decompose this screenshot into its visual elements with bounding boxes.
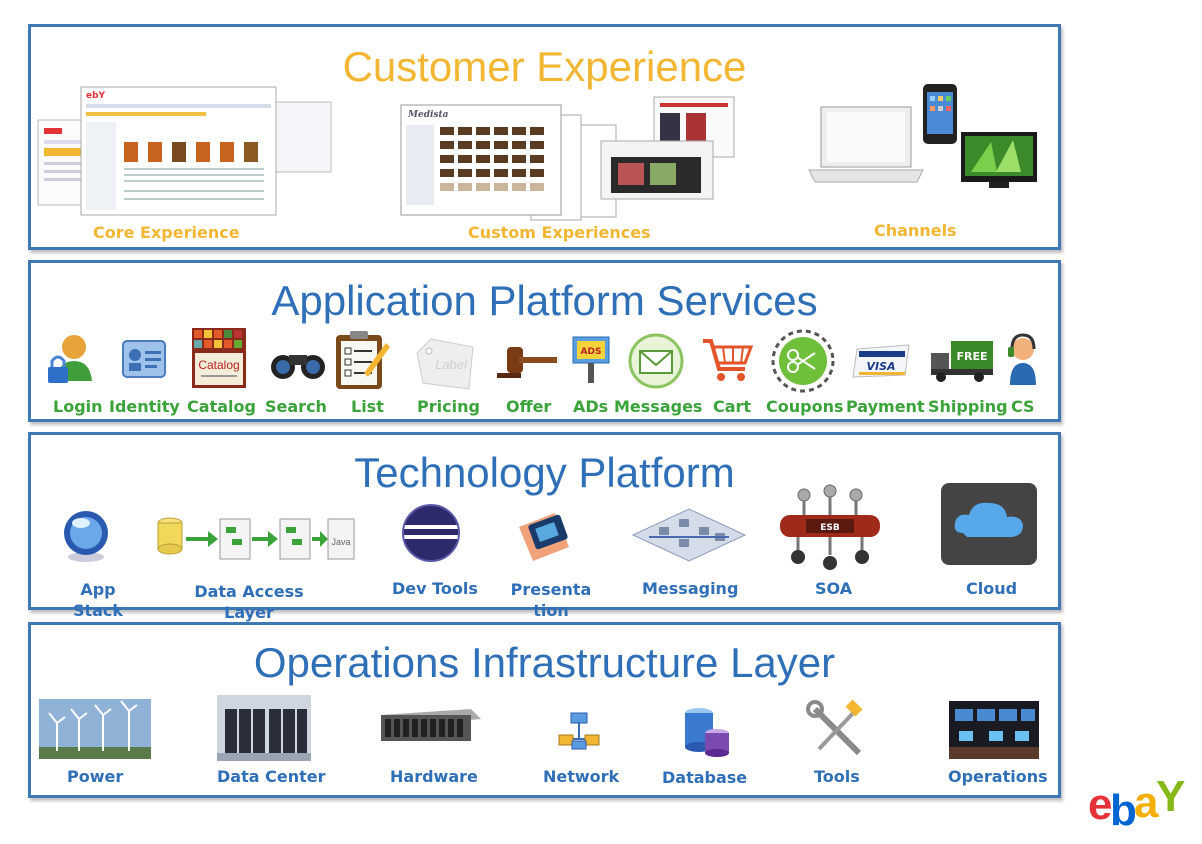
tech-label-app-stack: App Stack — [72, 580, 124, 620]
service-label-coupons: Coupons — [766, 397, 844, 416]
tech-label-soa: SOA — [815, 579, 853, 598]
technology-platform-title: Technology Platform — [354, 449, 735, 496]
application-platform-title: Application Platform Services — [271, 277, 818, 324]
laptop-icon — [808, 106, 924, 183]
server-racks-icon — [217, 695, 311, 761]
operations-infrastructure-layer: Operations Infrastructure Layer — [28, 622, 1061, 798]
visa-card-icon: VISA — [852, 344, 910, 378]
ops-label-hardware: Hardware — [390, 767, 478, 786]
service-label-offer: Offer — [506, 397, 552, 416]
wrench-screwdriver-icon — [806, 699, 863, 756]
ad-sign-icon: ADS — [572, 336, 610, 383]
coupon-scissors-icon — [771, 329, 835, 393]
service-label-pricing: Pricing — [417, 397, 480, 416]
ebay-logo: e b a Y — [1088, 772, 1188, 835]
wind-turbines-icon — [39, 699, 151, 759]
blade-server-icon — [381, 709, 481, 741]
eclipse-dev-tools-icon — [402, 504, 460, 562]
svg-text:FREE: FREE — [956, 350, 987, 363]
esb-bus-icon: ESB — [780, 484, 880, 570]
login-user-lock-icon — [48, 335, 92, 383]
tech-label-presentation: Presentation — [510, 580, 592, 620]
channels-devices — [808, 84, 1037, 188]
database-cylinders-icon — [685, 708, 729, 757]
service-label-catalog: Catalog — [187, 397, 256, 416]
smartphone-icon — [923, 84, 957, 144]
binoculars-icon — [271, 355, 325, 379]
logo-letter-e: e — [1088, 780, 1113, 829]
shopping-cart-icon — [703, 339, 754, 381]
gavel-icon — [497, 347, 557, 378]
svg-text:VISA: VISA — [866, 360, 895, 373]
operations-center-icon — [949, 701, 1039, 759]
app-stack-orb-icon — [64, 511, 108, 562]
svg-text:ebY: ebY — [86, 91, 106, 101]
svg-text:ESB: ESB — [820, 523, 840, 533]
ops-label-power: Power — [67, 767, 124, 786]
service-label-payment: Payment — [846, 397, 925, 416]
presentation-film-icon — [519, 513, 569, 561]
messaging-architecture-icon — [631, 508, 747, 562]
customer-service-headset-icon — [1008, 333, 1036, 385]
core-experience-screenshot: ebY — [37, 86, 332, 216]
service-label-shipping: Shipping — [928, 397, 1008, 416]
custom-experiences-screenshot: Medista — [400, 96, 735, 221]
service-label-search: Search — [265, 397, 327, 416]
identity-card-icon — [122, 340, 166, 378]
price-tag-icon: Label — [416, 338, 474, 390]
svg-text:Label: Label — [435, 357, 468, 372]
ops-label-operations: Operations — [948, 767, 1048, 786]
customer-experience-layer: Customer Experience ebY — [28, 24, 1061, 250]
core-experience-label: Core Experience — [93, 223, 240, 242]
ops-label-network: Network — [543, 767, 620, 786]
data-access-flow-icon: Java — [157, 517, 355, 560]
envelope-icon — [628, 333, 684, 389]
svg-text:Catalog: Catalog — [198, 358, 239, 372]
service-label-ads: ADs — [573, 397, 609, 416]
clipboard-list-icon — [336, 331, 390, 389]
free-shipping-truck-icon: FREE — [931, 341, 993, 382]
tech-label-messaging: Messaging — [642, 579, 739, 598]
application-platform-services-layer: Application Platform Services Catalog — [28, 260, 1061, 422]
tech-label-dev-tools: Dev Tools — [392, 579, 478, 598]
ops-label-database: Database — [662, 768, 748, 787]
logo-letter-b: b — [1110, 786, 1137, 835]
network-nodes-icon — [558, 712, 600, 750]
technology-platform-layer: Technology Platform Java — [28, 432, 1061, 622]
service-label-cart: Cart — [713, 397, 752, 416]
tech-label-data-access-layer: Data Access Layer — [194, 582, 304, 622]
tech-label-cloud: Cloud — [966, 579, 1018, 598]
service-label-cs: CS — [1011, 397, 1035, 416]
logo-letter-a: a — [1134, 778, 1159, 827]
channels-label: Channels — [874, 221, 957, 240]
customer-experience-title: Customer Experience — [342, 43, 747, 90]
ops-label-tools: Tools — [814, 767, 860, 786]
custom-screenshot-brand-text: Medista — [407, 110, 449, 120]
svg-text:Java: Java — [331, 537, 350, 547]
service-label-login: Login — [53, 397, 103, 416]
catalog-book-icon: Catalog — [192, 328, 246, 388]
svg-text:ADS: ADS — [581, 347, 602, 357]
service-label-messages: Messages — [614, 397, 703, 416]
logo-letter-y: Y — [1156, 772, 1185, 821]
service-label-list: List — [351, 397, 384, 416]
ops-label-data-center: Data Center — [217, 767, 326, 786]
cloud-icon — [941, 483, 1037, 565]
tv-icon — [961, 132, 1037, 188]
custom-experiences-label: Custom Experiences — [468, 223, 651, 242]
service-label-identity: Identity — [109, 397, 180, 416]
operations-infrastructure-title: Operations Infrastructure Layer — [253, 639, 836, 686]
